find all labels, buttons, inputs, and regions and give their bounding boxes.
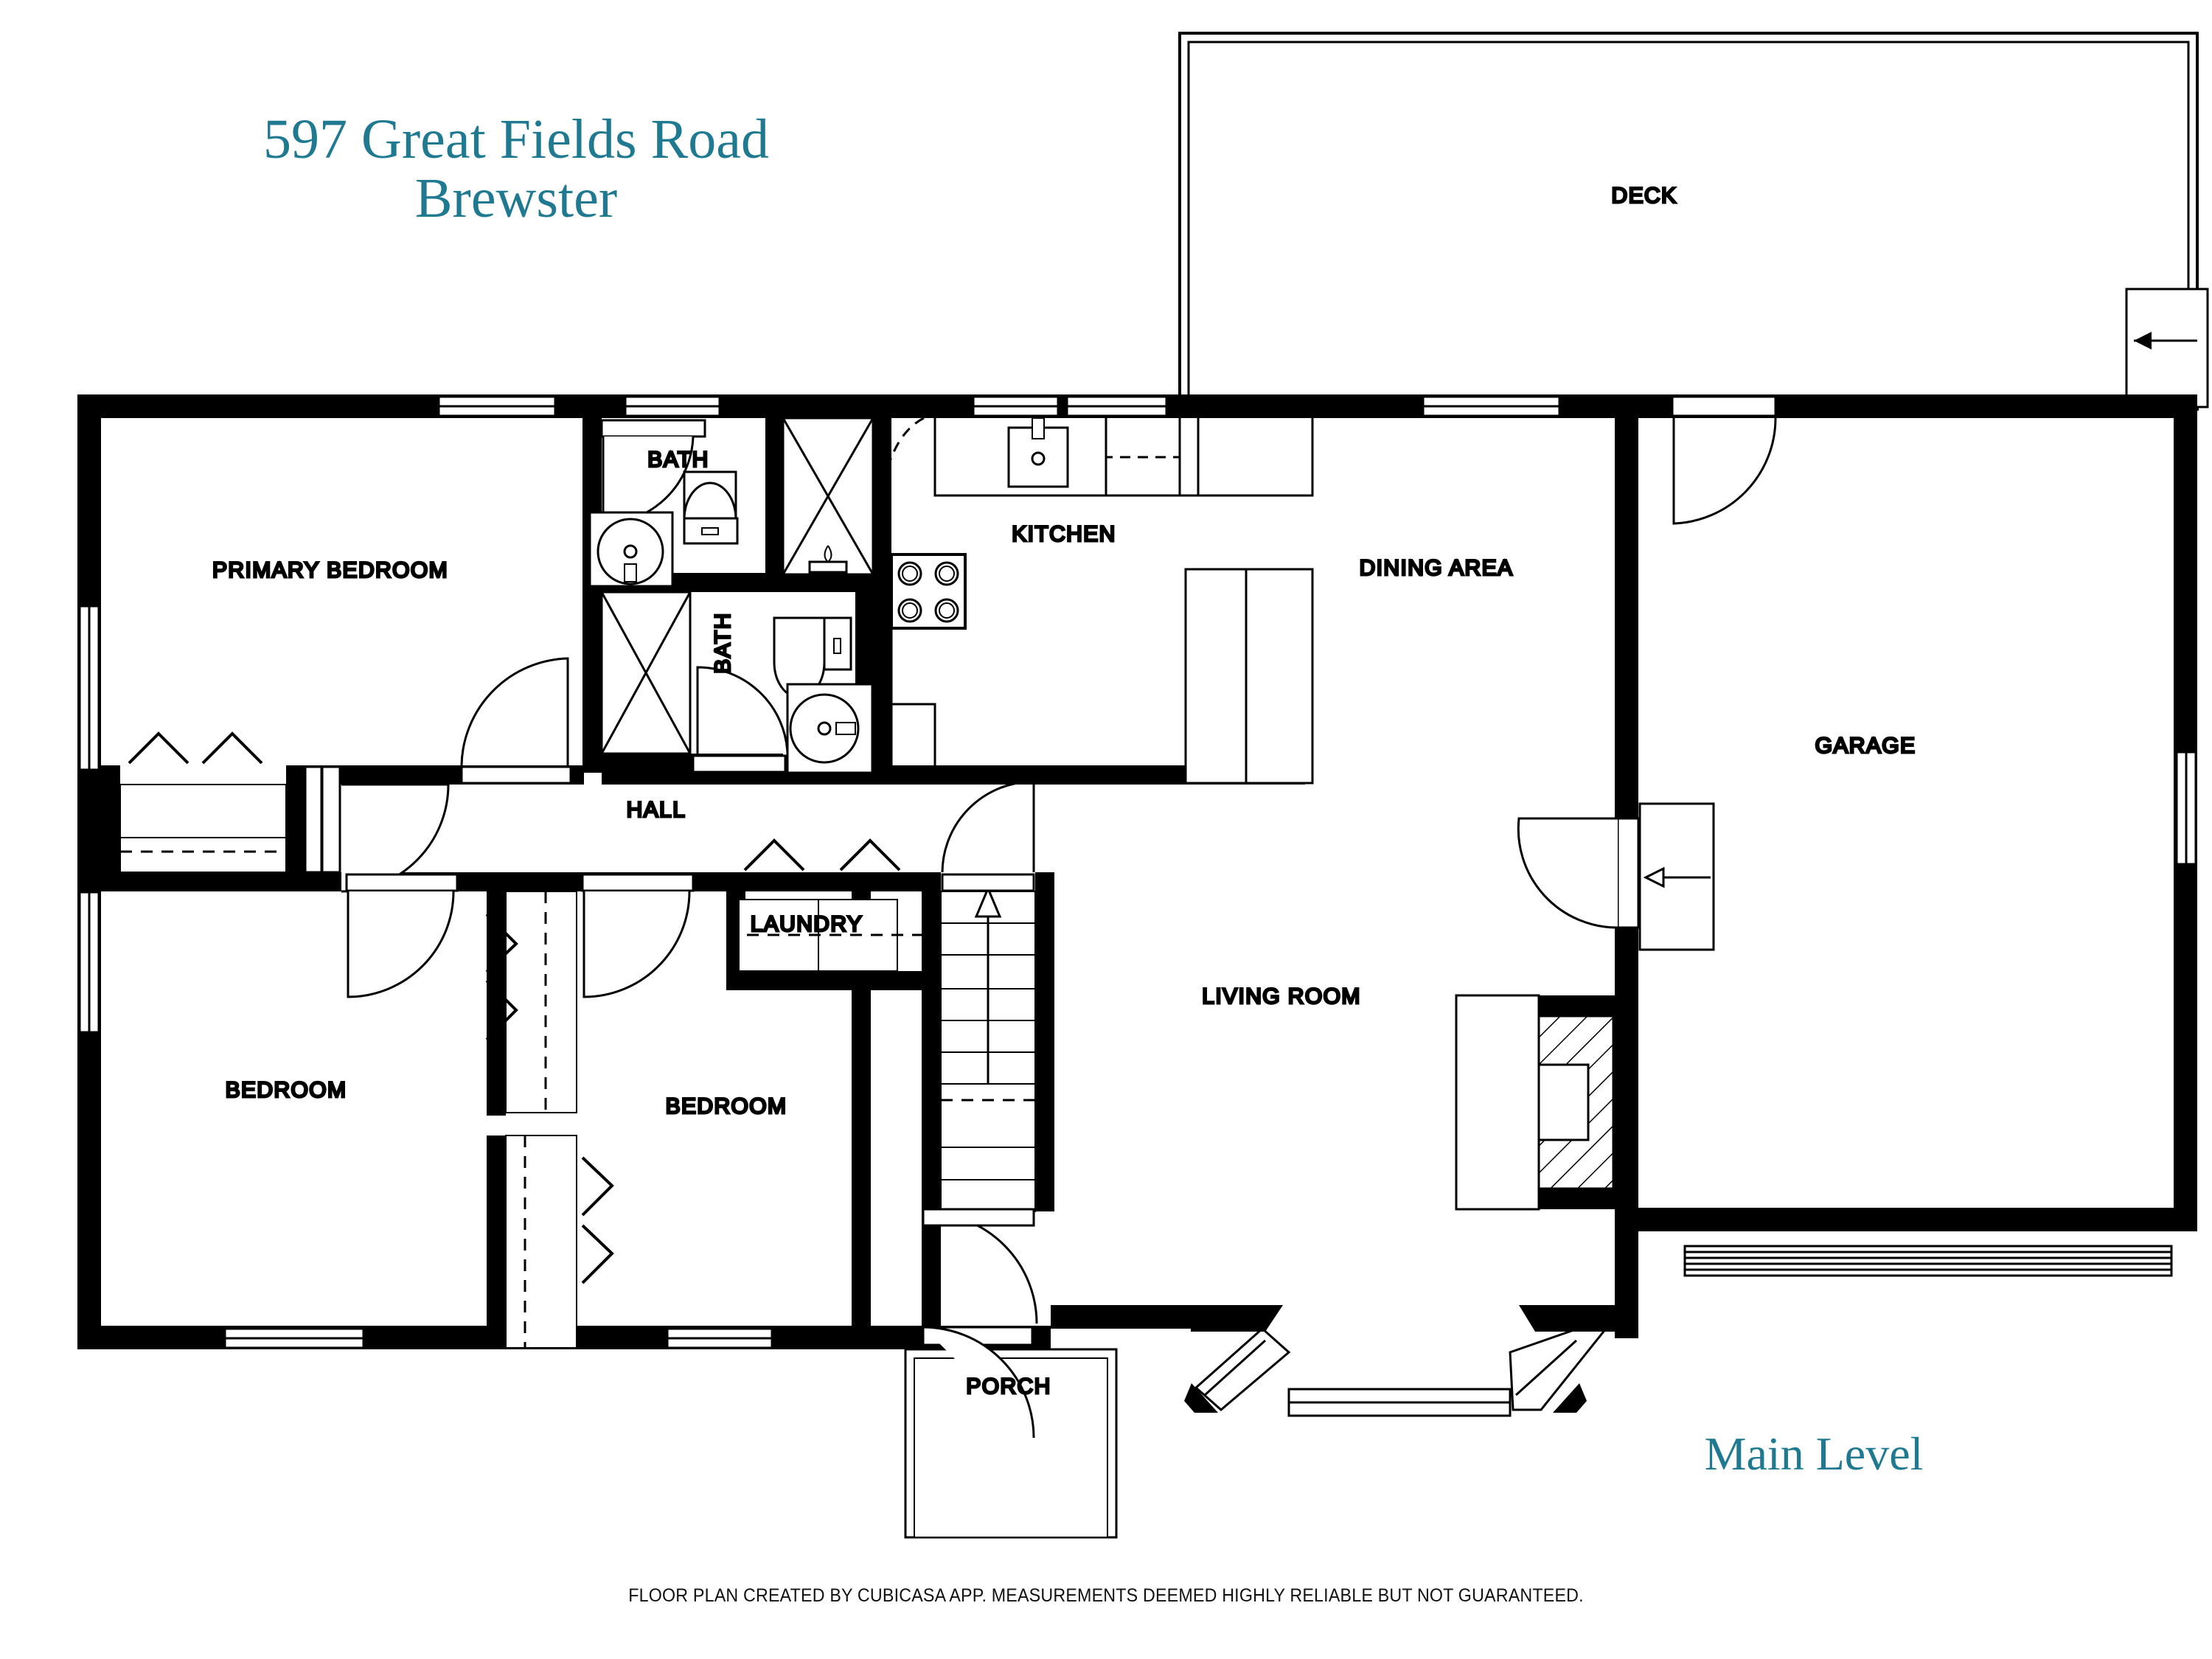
room-label-bath-lower: BATH <box>711 612 735 673</box>
room-labels: DECK BATH PRIMARY BEDROOM KITCHEN DINING… <box>212 182 1916 1399</box>
door-bedroom-mid <box>581 873 695 998</box>
room-label-kitchen: KITCHEN <box>1012 522 1116 546</box>
kitchen-fixtures <box>882 417 1314 785</box>
room-label-bedroom-left: BEDROOM <box>226 1078 347 1102</box>
garage-entry-door <box>1671 395 1777 525</box>
laundry-appliances <box>726 838 922 972</box>
hall-closet <box>119 731 287 873</box>
deck-outline <box>1178 32 2209 411</box>
fireplace <box>1455 994 1615 1211</box>
disclaimer-note: FLOOR PLAN CREATED BY CUBICASA APP. MEAS… <box>628 1585 1584 1606</box>
window-kitchen-top-1 <box>972 395 1060 417</box>
window-bedroom-mid-bottom <box>666 1327 773 1349</box>
porch-outline <box>904 1211 1118 1539</box>
title-town: Brewster <box>414 167 618 229</box>
window-primary-bedroom-top <box>437 395 557 417</box>
living-room-bay-windows <box>1184 1305 1615 1417</box>
room-label-porch: PORCH <box>966 1374 1051 1399</box>
closet-bedroom-mid-lower <box>505 1135 614 1349</box>
window-bedroom-left-bottom <box>223 1327 365 1349</box>
bath-lower-fixtures <box>600 591 874 774</box>
level-label: Main Level <box>1704 1427 1924 1480</box>
page-title: 597 Great Fields Road Brewster <box>147 108 885 229</box>
window-primary-bedroom-left <box>78 605 100 771</box>
bath-upper-fixtures <box>588 417 874 616</box>
window-kitchen-top-2 <box>1065 395 1168 417</box>
door-hall-entry <box>304 765 450 893</box>
room-label-dining-area: DINING AREA <box>1360 556 1514 580</box>
room-label-bath-upper: BATH <box>647 448 709 472</box>
room-label-deck: DECK <box>1612 184 1677 208</box>
room-label-laundry: LAUNDRY <box>751 912 863 936</box>
door-bedroom-left <box>345 873 459 998</box>
room-label-garage: GARAGE <box>1815 734 1916 758</box>
title-street: 597 Great Fields Road <box>262 108 769 170</box>
garage-overhead-door <box>1683 1245 2173 1277</box>
door-porch-interior <box>922 1208 1035 1227</box>
window-garage-right <box>2175 751 2197 866</box>
door-dining-to-garage <box>1517 802 1715 951</box>
door-stair-top <box>941 780 1035 892</box>
sliding-door-deck <box>1422 395 1561 417</box>
room-label-living-room: LIVING ROOM <box>1202 984 1360 1009</box>
window-bedroom-left-wall <box>78 891 100 1034</box>
garage-upper-right-notch <box>2125 288 2209 408</box>
room-label-primary-bedroom: PRIMARY BEDROOM <box>212 558 448 582</box>
room-label-hall: HALL <box>627 798 686 822</box>
room-label-bedroom-mid: BEDROOM <box>666 1094 787 1119</box>
door-primary-bedroom <box>460 657 572 785</box>
closet-bedroom-left-upper <box>485 891 577 1113</box>
window-bath-top <box>624 395 721 417</box>
staircase-up <box>940 886 1036 1212</box>
